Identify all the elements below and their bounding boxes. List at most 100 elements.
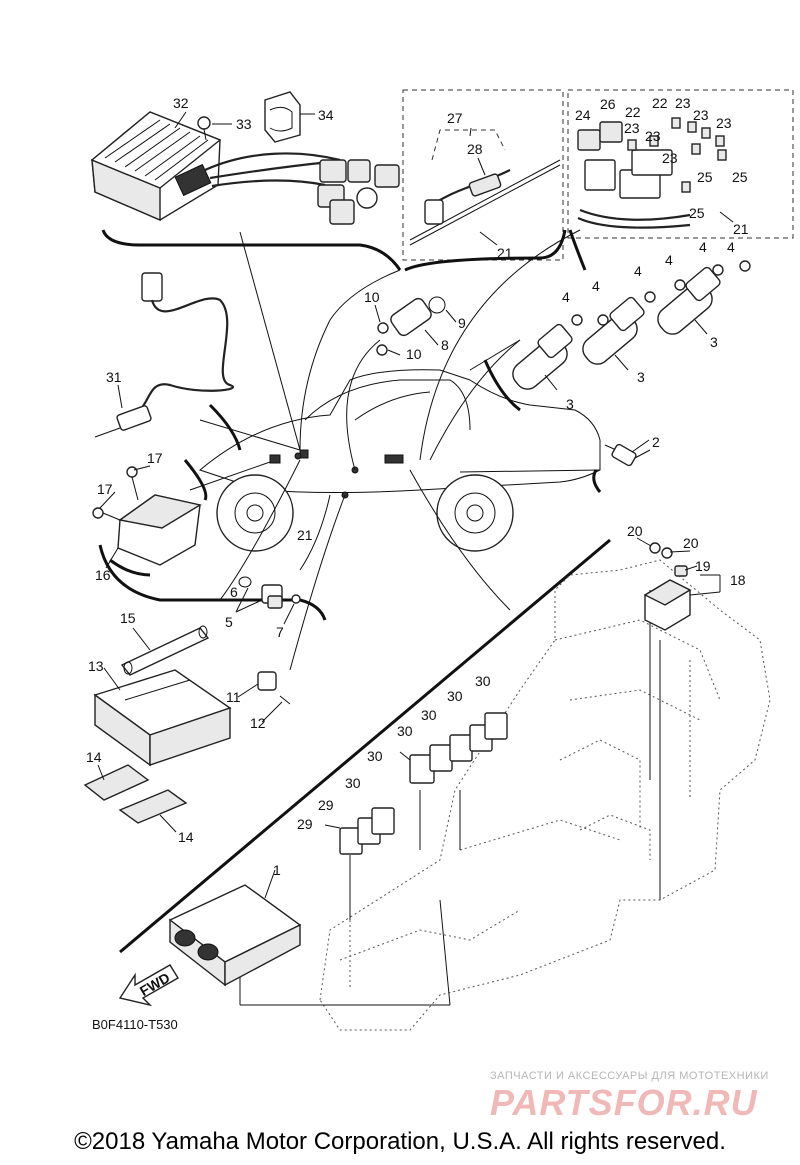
callout-30e: 30 [367, 748, 383, 764]
group-bracket-frame [119, 538, 611, 954]
callout-29b: 29 [297, 816, 313, 832]
callout-15: 15 [120, 610, 136, 626]
callout-25b: 25 [732, 169, 748, 185]
fwd-arrow: FWD [118, 964, 179, 1007]
callout-4a: 4 [562, 289, 570, 305]
diagram-code: B0F4110-T530 [92, 1017, 178, 1032]
callout-12: 12 [250, 715, 266, 731]
sensor-2 [604, 443, 651, 467]
callout-14a: 14 [86, 749, 102, 765]
callout-17a: 17 [147, 450, 163, 466]
callout-24: 24 [575, 107, 591, 123]
callout-leaders [97, 111, 734, 833]
group-bracket-2 [592, 469, 602, 493]
callout-30a: 30 [475, 673, 491, 689]
ignition-coil-2 [582, 296, 645, 365]
callout-30f: 30 [345, 775, 361, 791]
tray-13 [93, 669, 232, 767]
callout-11: 11 [226, 689, 241, 705]
ecu-1 [168, 869, 302, 987]
callout-17b: 17 [97, 481, 113, 497]
sensor-8 [376, 296, 446, 356]
callout-3c: 3 [710, 334, 718, 350]
callout-16: 16 [95, 567, 111, 583]
group-bracket-fuse [568, 229, 587, 271]
callout-31: 31 [106, 369, 122, 385]
callout-29a: 29 [318, 797, 334, 813]
callout-3a: 3 [566, 396, 574, 412]
ecu-harness [204, 152, 400, 225]
ignition-coil-3 [657, 266, 721, 335]
sensor-5 [238, 576, 301, 609]
bracket-34 [264, 91, 301, 143]
callout-5: 5 [225, 614, 233, 630]
callout-10a: 10 [364, 289, 380, 305]
sensor-31 [94, 272, 234, 438]
callout-4e: 4 [699, 239, 707, 255]
callout-20b: 20 [683, 535, 699, 551]
watermark-logo: PARTSFOR.RU [490, 1082, 758, 1123]
dashed-group-fuses [567, 89, 794, 239]
callout-6: 6 [230, 584, 238, 600]
callout-13: 13 [88, 658, 104, 674]
ecu-module [90, 111, 222, 222]
callout-1: 1 [273, 862, 281, 878]
callout-30d: 30 [397, 723, 413, 739]
callout-26: 26 [600, 96, 616, 112]
callout-33: 33 [236, 116, 252, 132]
callout-2: 2 [652, 434, 660, 450]
callout-9: 9 [458, 315, 466, 331]
callout-10b: 10 [406, 346, 422, 362]
spark-bolts [571, 260, 751, 326]
ignition-coil-1 [512, 323, 573, 390]
frame-body [319, 559, 771, 1031]
callout-23c: 23 [645, 128, 661, 144]
callout-8: 8 [441, 337, 449, 353]
group-bracket-17 [183, 459, 208, 501]
callout-28: 28 [467, 141, 483, 157]
vehicle-outline [198, 369, 601, 552]
callout-labels: 1 2 3 3 3 4 4 4 4 4 4 5 6 7 8 9 10 10 11… [86, 95, 749, 878]
callout-30c: 30 [421, 707, 437, 723]
group-bracket-harness [404, 229, 567, 272]
callout-3b: 3 [637, 369, 645, 385]
group-bracket-coils [483, 359, 521, 412]
callout-22b: 22 [652, 95, 668, 111]
callout-30b: 30 [447, 688, 463, 704]
callout-25c: 25 [689, 205, 705, 221]
callout-4d: 4 [665, 252, 673, 268]
callout-19: 19 [695, 558, 711, 574]
callout-27: 27 [447, 110, 463, 126]
callout-21b: 21 [497, 245, 513, 261]
copyright-notice: ©2018 Yamaha Motor Corporation, U.S.A. A… [74, 1128, 726, 1155]
dashed-group-28 [402, 89, 564, 261]
callout-21c: 21 [733, 221, 749, 237]
group-bracket-5 [98, 544, 327, 621]
relay-row-29 [339, 807, 395, 855]
group-bracket-16 [109, 558, 151, 577]
pad-14b [118, 789, 188, 824]
callout-20a: 20 [627, 523, 643, 539]
callout-23b: 23 [624, 120, 640, 136]
pad-14a [83, 764, 150, 801]
callout-23a: 23 [675, 95, 691, 111]
strap-15 [120, 625, 210, 676]
relay-18 [643, 542, 721, 631]
callout-23f: 23 [662, 150, 678, 166]
callout-22a: 22 [625, 104, 641, 120]
callout-32: 32 [173, 95, 189, 111]
callout-18: 18 [730, 572, 746, 588]
callout-14b: 14 [178, 829, 194, 845]
callout-23e: 23 [716, 115, 732, 131]
relay-box-16 [117, 494, 202, 566]
sensor-11 [257, 671, 291, 705]
callout-4f: 4 [727, 239, 735, 255]
callout-23d: 23 [693, 107, 709, 123]
vehicle-leaders [189, 229, 601, 671]
callout-4c: 4 [634, 263, 642, 279]
relay-row-30 [409, 712, 508, 784]
watermark-tagline: ЗАПЧАСТИ И АКСЕССУАРЫ ДЛЯ МОТОТЕХНИКИ [490, 1070, 769, 1082]
bolt-33 [197, 116, 211, 141]
callout-7: 7 [276, 624, 284, 640]
